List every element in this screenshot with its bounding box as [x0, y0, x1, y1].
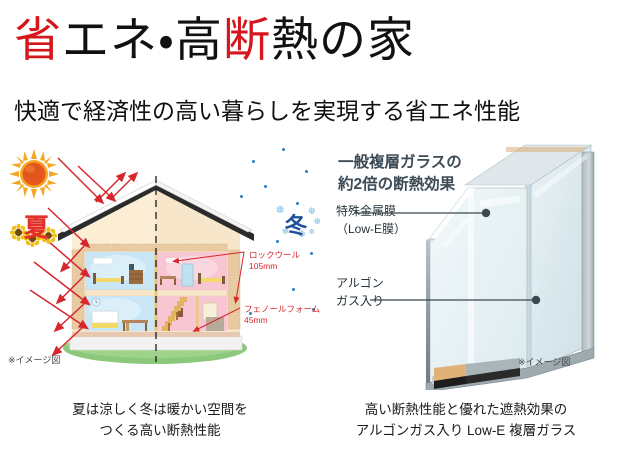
- snowflake-icon: ❆: [314, 217, 321, 226]
- label-phenolic-foam-line2: 45mm: [244, 315, 268, 326]
- page-subtitle: 快適で経済性の高い暮らしを実現する省エネ性能: [14, 99, 520, 124]
- title-part-4: 熱の家: [270, 15, 415, 67]
- label-low-e-film-line2: （Low-E膜）: [336, 222, 407, 236]
- snow-dot: [296, 202, 299, 205]
- sunflower-icon: [24, 230, 41, 247]
- caption-left-line1: 夏は涼しく冬は暖かい空間を: [72, 402, 248, 417]
- label-argon-gas: アルゴン ガス入り: [336, 274, 384, 310]
- snow-dot: [292, 288, 295, 291]
- glass-heading: 一般複層ガラスの 約2倍の断熱効果: [338, 152, 462, 197]
- caption-right-line1: 高い断熱性能と優れた遮熱効果の: [364, 402, 568, 417]
- label-rockwool: ロックウール 105mm: [249, 250, 300, 273]
- caption-left: 夏は涼しく冬は暖かい空間を つくる高い断熱性能: [20, 400, 300, 442]
- label-low-e-film: 特殊金属膜 （Low-E膜）: [336, 202, 406, 238]
- snowflake-icon: ❆: [276, 205, 285, 216]
- label-argon-gas-line1: アルゴン: [336, 276, 384, 290]
- snowflake-icon: ❆: [282, 227, 289, 236]
- snow-dot: [240, 195, 243, 198]
- season-summer-label: 夏: [24, 215, 50, 242]
- snow-dot: [312, 308, 315, 311]
- glass-heading-line2: 約2倍の断熱効果: [338, 176, 456, 194]
- caption-right: 高い断熱性能と優れた遮熱効果の アルゴンガス入り Low-E 複層ガラス: [318, 400, 614, 442]
- season-winter-label: 冬: [285, 213, 308, 238]
- sunflower-icon: [10, 224, 27, 241]
- caption-right-line2: アルゴンガス入り Low-E 複層ガラス: [355, 422, 577, 438]
- title-part-2: エネ・高: [62, 15, 223, 67]
- title-part-1: 省: [14, 15, 62, 67]
- page-title: 省エネ・高断熱の家: [14, 18, 415, 65]
- label-low-e-film-line1: 特殊金属膜: [336, 204, 397, 218]
- title-part-3: 断: [222, 15, 271, 67]
- label-phenolic-foam-line1: フェノールフォーム: [244, 304, 321, 314]
- label-rockwool-line1: ロックウール: [249, 250, 301, 260]
- snowflake-icon: ❆: [309, 229, 315, 236]
- glass-illustration-panel: 一般複層ガラスの 約2倍の断熱効果 特殊金属膜 （Low-E膜） アルゴン ガス…: [320, 140, 620, 390]
- sunflower-icon: [40, 227, 57, 244]
- snowflake-icon: ❆: [308, 206, 316, 216]
- season-winter-badge: 冬 ❆ ❆ ❆ ❆ ❆ ❆: [276, 206, 326, 242]
- snowflake-icon: ❆: [298, 229, 306, 239]
- snow-dot: [249, 312, 252, 315]
- caption-left-line2: つくる高い断熱性能: [99, 422, 221, 438]
- snow-dot: [264, 185, 267, 188]
- label-argon-gas-line2: ガス入り: [336, 294, 385, 308]
- label-rockwool-line2: 105mm: [249, 261, 278, 272]
- heat-reflection-arrow-icon: [29, 157, 245, 357]
- snow-dot: [282, 148, 285, 151]
- image-note-right: ※イメージ図: [518, 357, 571, 367]
- snow-dot: [310, 252, 313, 255]
- snow-dot: [305, 170, 308, 173]
- snow-dot: [276, 240, 279, 243]
- glass-heading-line1: 一般複層ガラスの: [338, 154, 462, 171]
- double-glazed-glass-icon: [354, 144, 595, 390]
- label-phenolic-foam: フェノールフォーム 45mm: [244, 304, 320, 327]
- season-summer-badge: 夏: [10, 208, 70, 250]
- house-illustration-panel: 夏: [0, 140, 321, 390]
- snow-dot: [252, 160, 255, 163]
- image-note-left: ※イメージ図: [8, 355, 61, 365]
- sun-icon: [8, 148, 60, 200]
- house-cutaway-diagram: [58, 176, 254, 364]
